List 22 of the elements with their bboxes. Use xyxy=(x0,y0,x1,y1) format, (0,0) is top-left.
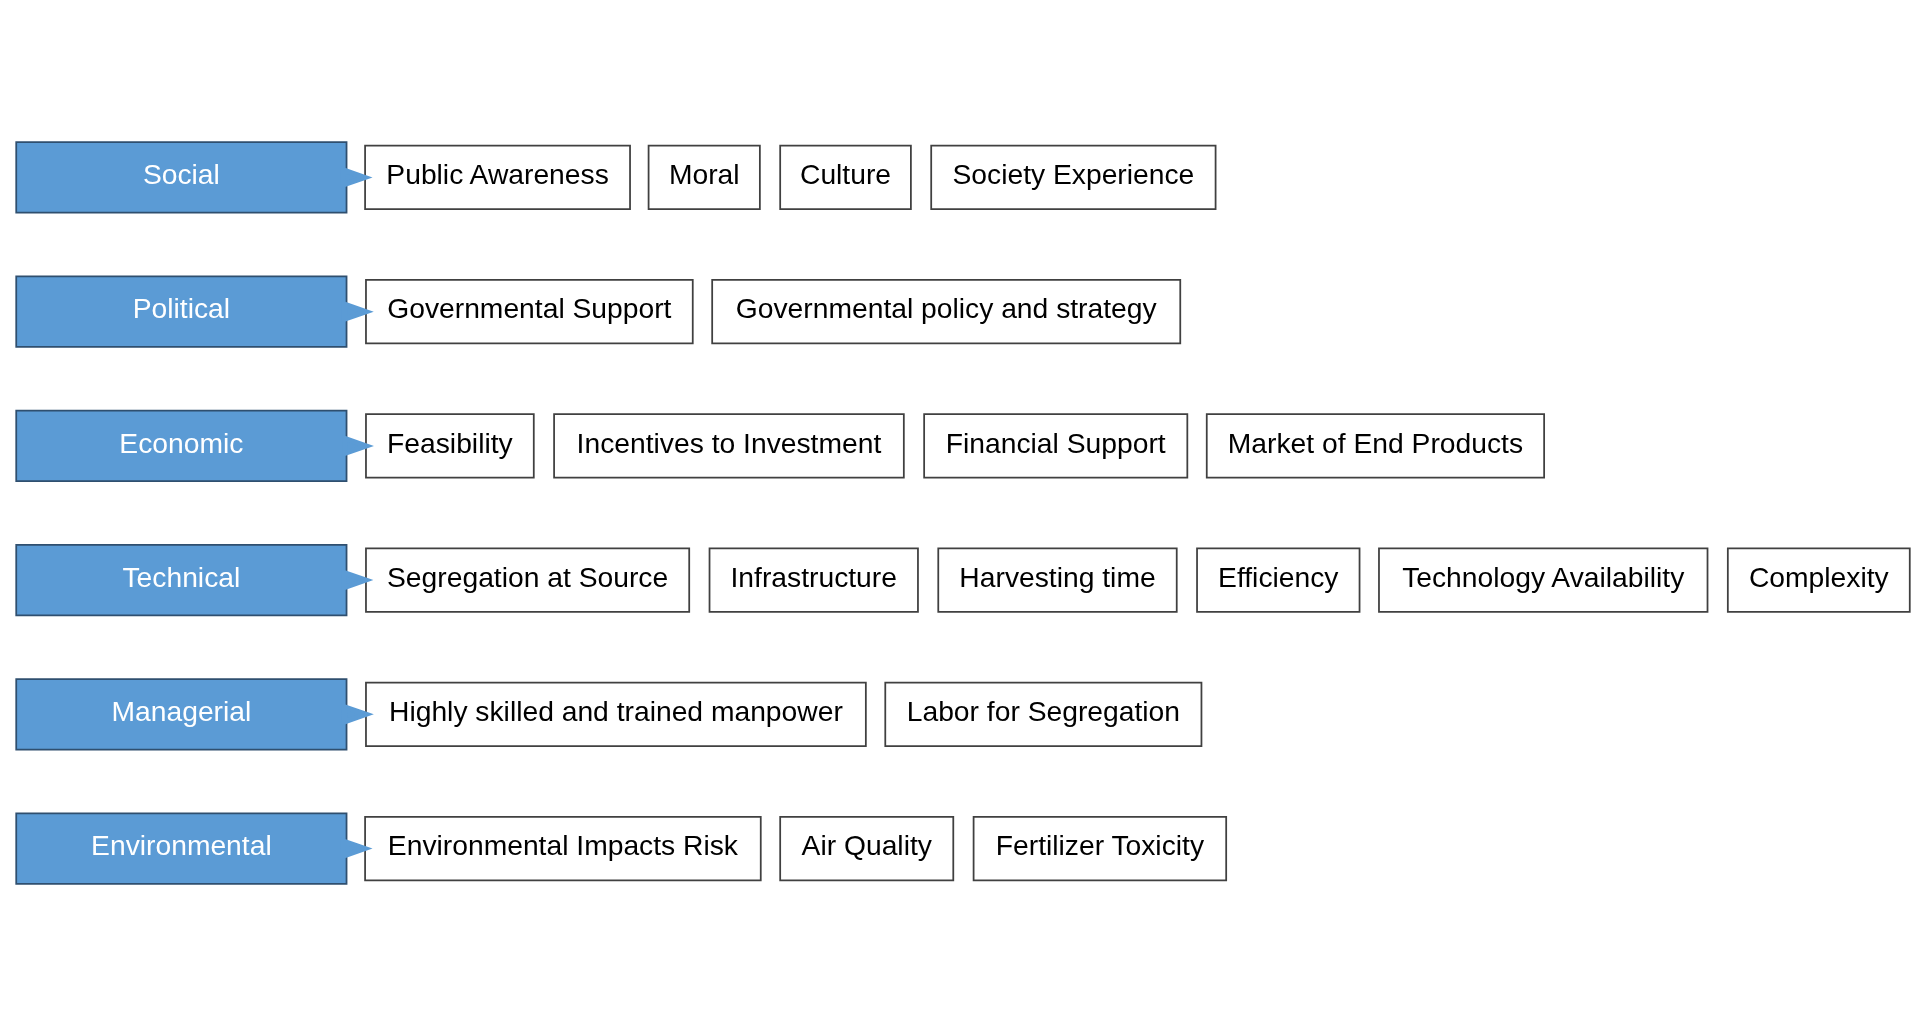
node-box: Feasibility xyxy=(365,412,535,479)
node-box: Infrastructure xyxy=(708,546,919,613)
node-box: Financial Support xyxy=(923,412,1189,479)
node-box: Labor for Segregation xyxy=(884,681,1203,747)
node-box: Market of End Products xyxy=(1205,412,1545,479)
node-box: Incentives to Investment xyxy=(553,412,905,479)
node-box: Governmental policy and strategy xyxy=(711,278,1182,344)
node-box: Efficiency xyxy=(1196,546,1361,613)
node-box: Air Quality xyxy=(779,815,955,881)
node-box: Governmental Support xyxy=(365,278,694,344)
node-box: Fertilizer Toxicity xyxy=(972,815,1228,881)
node-box: Technology Availability xyxy=(1378,546,1709,613)
node-box: Moral xyxy=(647,144,761,210)
node-box: Segregation at Source xyxy=(365,546,691,613)
arrow xyxy=(342,434,374,457)
node-box: Complexity xyxy=(1726,546,1911,613)
node-box: Highly skilled and trained manpower xyxy=(365,681,867,747)
node-box: Society Experience xyxy=(930,144,1217,210)
node-box: Harvesting time xyxy=(937,546,1178,613)
node-box: Culture xyxy=(779,144,912,210)
node-box: Environmental Impacts Risk xyxy=(364,815,762,881)
node-box: Public Awareness xyxy=(364,144,631,210)
